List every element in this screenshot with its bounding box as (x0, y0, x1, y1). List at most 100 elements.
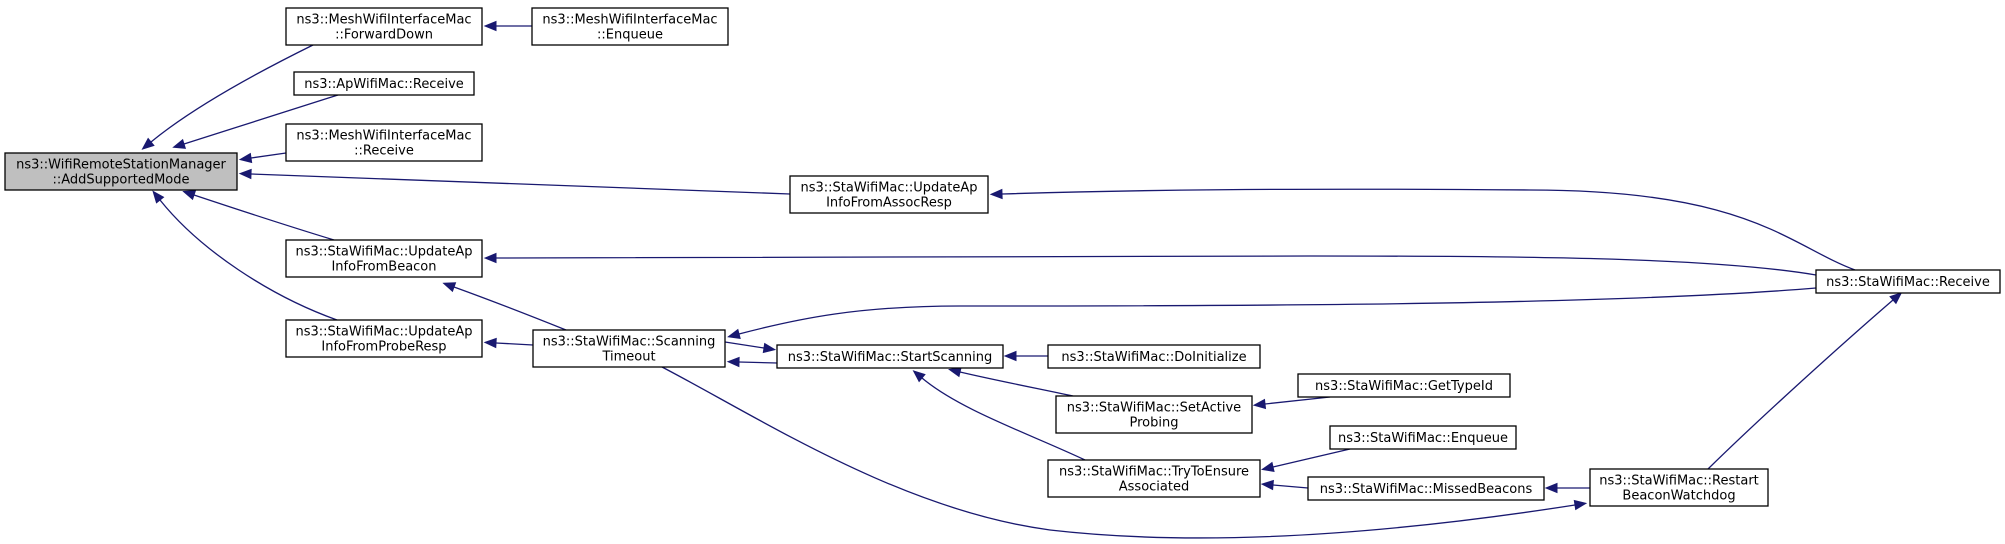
node-sta-mb[interactable]: ns3::StaWifiMac::MissedBeacons (1307, 476, 1545, 501)
node-sta-enq[interactable]: ns3::StaWifiMac::Enqueue (1329, 425, 1517, 450)
node-box (293, 71, 475, 96)
edge-arrowhead (1544, 482, 1558, 494)
edge-sta_st-to-sta_uab (442, 282, 567, 331)
edge-line (1264, 396, 1331, 405)
node-label-line: ::ForwardDown (335, 28, 433, 43)
edge-mwim_enq-to-mwim_fd (483, 20, 532, 32)
edge-arrowhead (483, 252, 497, 264)
edge-sta_doinit-to-sta_start (1003, 350, 1048, 362)
node-label-line: ns3::WifiRemoteStationManager (16, 158, 226, 173)
node-label-line: ns3::StaWifiMac::TryToEnsure (1059, 465, 1249, 480)
edge-arrowhead (948, 367, 962, 378)
node-root: ns3::WifiRemoteStationManager::AddSuppor… (4, 152, 238, 191)
node-label-line: InfoFromAssocResp (826, 196, 952, 211)
edge-sta_recv-to-sta_st (727, 287, 1817, 339)
edge-line (738, 287, 1817, 335)
node-sta-uapr[interactable]: ns3::StaWifiMac::UpdateApInfoFromProbeRe… (285, 319, 483, 358)
edge-sta_rbw-to-sta_recv (1707, 291, 1903, 470)
edge-line (738, 361, 778, 364)
node-box (1329, 425, 1517, 450)
edge-sta_uab-to-root (182, 190, 335, 241)
node-sta-start[interactable]: ns3::StaWifiMac::StartScanning (776, 344, 1004, 369)
edge-arrowhead (727, 328, 741, 339)
edge-arrowhead (1573, 499, 1588, 511)
node-box (1297, 373, 1511, 398)
node-box (1815, 269, 2001, 294)
node-label-line: ns3::StaWifiMac::Restart (1599, 474, 1759, 489)
node-label-line: BeaconWatchdog (1622, 489, 1735, 504)
node-ap-recv[interactable]: ns3::ApWifiMac::Receive (293, 71, 475, 96)
node-label-line: ::Receive (354, 144, 414, 159)
edge-arrowhead (172, 138, 187, 149)
node-mwim-fd[interactable]: ns3::MeshWifiInterfaceMac::ForwardDown (285, 7, 483, 46)
edge-arrowhead (1003, 350, 1017, 362)
node-sta-uaar[interactable]: ns3::StaWifiMac::UpdateApInfoFromAssocRe… (789, 175, 989, 214)
edge-sta_rbw-to-sta_mb (1544, 482, 1590, 494)
node-box (285, 319, 483, 358)
node-sta-doinit[interactable]: ns3::StaWifiMac::DoInitialize (1047, 344, 1261, 369)
edge-line (250, 152, 287, 159)
edge-line (1272, 448, 1351, 468)
edge-line (150, 44, 314, 143)
edge-line (183, 94, 339, 145)
node-box (1589, 468, 1769, 507)
node-box (285, 7, 483, 46)
node-label-line: InfoFromProbeResp (321, 340, 446, 355)
node-box (4, 152, 238, 191)
edge-arrowhead (483, 337, 497, 349)
edge-line (724, 341, 765, 349)
edge-arrowhead (1260, 479, 1274, 491)
node-box (1055, 395, 1253, 434)
edge-arrowhead (912, 370, 926, 383)
node-label-line: ns3::MeshWifiInterfaceMac (296, 13, 471, 28)
edge-sta_sap-to-sta_start (948, 367, 1074, 397)
edge-arrowhead (989, 188, 1003, 200)
edge-line (1272, 484, 1309, 489)
node-label-line: ns3::StaWifiMac::MissedBeacons (1320, 482, 1533, 497)
edge-line (495, 342, 534, 346)
node-sta-gti[interactable]: ns3::StaWifiMac::GetTypeId (1297, 373, 1511, 398)
edge-mwim_fd-to-root (141, 44, 314, 150)
node-box (285, 239, 483, 278)
node-label-line: ns3::StaWifiMac::UpdateAp (800, 181, 977, 196)
node-mwim-recv[interactable]: ns3::MeshWifiInterfaceMac::Receive (285, 123, 483, 162)
node-mwim-enq[interactable]: ns3::MeshWifiInterfaceMac::Enqueue (531, 7, 729, 46)
edge-sta_ttea-to-sta_start (912, 370, 1086, 461)
edge-arrowhead (238, 168, 252, 180)
edge-mwim_recv-to-root (238, 152, 287, 164)
node-label-line: ns3::StaWifiMac::Receive (1826, 275, 1990, 290)
edge-sta_st-to-sta_start (724, 341, 777, 354)
node-label-line: ns3::StaWifiMac::Enqueue (1338, 431, 1508, 446)
edge-arrowhead (483, 20, 497, 32)
node-box (1047, 459, 1261, 498)
node-label-line: ns3::StaWifiMac::Scanning (543, 335, 716, 350)
edge-sta_uaar-to-root (238, 168, 791, 195)
node-label-line: InfoFromBeacon (331, 260, 436, 275)
edge-sta_start-to-sta_st (726, 356, 778, 368)
edge-arrowhead (442, 282, 457, 293)
node-label-line: Probing (1130, 416, 1179, 431)
edge-arrowhead (141, 137, 155, 150)
node-label-line: ns3::StaWifiMac::UpdateAp (295, 325, 472, 340)
edge-arrowhead (1889, 291, 1903, 305)
node-label-line: ns3::StaWifiMac::DoInitialize (1061, 350, 1246, 365)
edge-line (453, 286, 567, 331)
node-label-line: ns3::MeshWifiInterfaceMac (542, 13, 717, 28)
edge-ap_recv-to-root (172, 94, 339, 149)
node-sta-recv[interactable]: ns3::StaWifiMac::Receive (1815, 269, 2001, 294)
edge-line (495, 255, 1817, 276)
edge-line (250, 173, 791, 195)
nodes-layer: ns3::WifiRemoteStationManager::AddSuppor… (4, 7, 2001, 507)
node-label-line: ns3::ApWifiMac::Receive (304, 77, 464, 92)
node-box (789, 175, 989, 214)
node-box (532, 329, 726, 368)
node-label-line: ns3::StaWifiMac::GetTypeId (1315, 379, 1493, 394)
edge-arrowhead (1252, 398, 1267, 410)
node-label-line: ns3::MeshWifiInterfaceMac (296, 129, 471, 144)
